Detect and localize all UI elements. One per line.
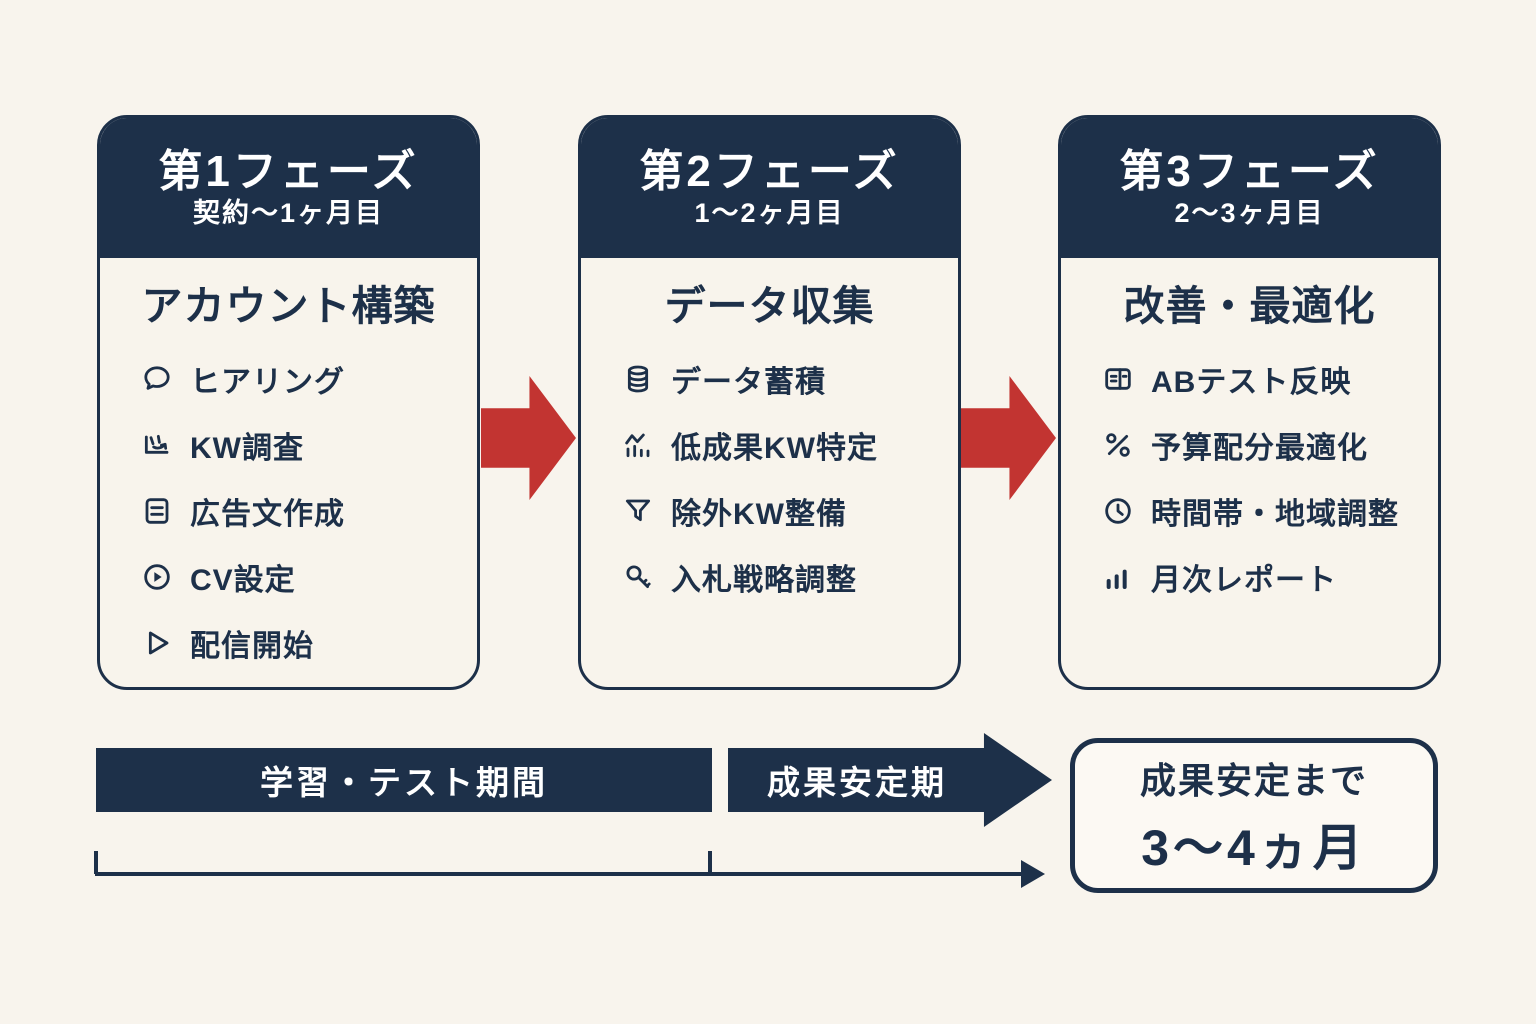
declining-chart-icon xyxy=(621,428,655,462)
list-item: 配信開始 xyxy=(140,610,477,676)
item-label: KW調査 xyxy=(190,432,304,465)
phase-2-title: 第2フェーズ xyxy=(639,146,900,196)
play-outline-icon xyxy=(140,626,174,660)
phase-3-card: 第3フェーズ 2〜3ヶ月目 改善・最適化 ABテスト反映 予算配分最適化 xyxy=(1058,115,1441,690)
list-item: 予算配分最適化 xyxy=(1101,412,1438,478)
funnel-icon xyxy=(621,494,655,528)
phase-3-title: 第3フェーズ xyxy=(1119,146,1380,196)
summary-text: 成果安定まで xyxy=(1139,759,1368,801)
ad-copy-document-icon xyxy=(140,494,174,528)
phase-1-header: 第1フェーズ 契約〜1ヶ月目 xyxy=(100,118,477,258)
list-item: ABテスト反映 xyxy=(1101,346,1438,412)
item-label: CV設定 xyxy=(190,564,296,597)
speech-bubble-icon xyxy=(140,362,174,396)
list-item: 月次レポート xyxy=(1101,544,1438,610)
phase-3-heading: 改善・最適化 xyxy=(1123,283,1376,329)
timeline-tick xyxy=(708,851,712,874)
phase-3-header: 第3フェーズ 2〜3ヶ月目 xyxy=(1061,118,1438,258)
clock-icon xyxy=(1101,494,1135,528)
play-circle-icon xyxy=(140,560,174,594)
phase-2-card: 第2フェーズ 1〜2ヶ月目 データ収集 データ蓄積 低成果KW特定 xyxy=(578,115,961,690)
phase-3-period: 2〜3ヶ月目 xyxy=(1174,197,1325,228)
list-item: ヒアリング xyxy=(140,346,477,412)
timeline-bar-label: 学習・テスト期間 xyxy=(260,764,548,801)
keyword-research-icon xyxy=(140,428,174,462)
phase-2-period: 1〜2ヶ月目 xyxy=(694,197,845,228)
item-label: 時間帯・地域調整 xyxy=(1151,498,1399,531)
phase-1-heading: アカウント構築 xyxy=(141,283,436,329)
item-label: ヒアリング xyxy=(190,366,345,399)
summary-duration: 3〜4ヵ月 xyxy=(1141,819,1367,876)
phase-2-heading: データ収集 xyxy=(664,283,875,329)
timeline-arrowhead-icon xyxy=(1021,860,1045,888)
database-icon xyxy=(621,362,655,396)
item-label: 月次レポート xyxy=(1151,564,1337,597)
phase-1-card: 第1フェーズ 契約〜1ヶ月目 アカウント構築 ヒアリング KW調査 xyxy=(97,115,480,690)
list-item: CV設定 xyxy=(140,544,477,610)
summary-box: 成果安定まで 3〜4ヵ月 xyxy=(1070,738,1438,893)
list-item: 時間帯・地域調整 xyxy=(1101,478,1438,544)
list-item: 広告文作成 xyxy=(140,478,477,544)
bar-chart-icon xyxy=(1101,560,1135,594)
phase-3-items: ABテスト反映 予算配分最適化 時間帯・地域調整 月次レポート xyxy=(1101,346,1438,610)
ab-test-icon xyxy=(1101,362,1135,396)
item-label: ABテスト反映 xyxy=(1151,366,1352,399)
list-item: データ蓄積 xyxy=(621,346,958,412)
phase-2-items: データ蓄積 低成果KW特定 除外KW整備 入札戦略調整 xyxy=(621,346,958,610)
flow-arrow-icon xyxy=(961,376,1056,500)
key-icon xyxy=(621,560,655,594)
item-label: 予算配分最適化 xyxy=(1151,432,1368,465)
item-label: 入札戦略調整 xyxy=(671,564,857,597)
item-label: データ蓄積 xyxy=(671,366,826,399)
phase-1-title: 第1フェーズ xyxy=(158,146,419,196)
item-label: 低成果KW特定 xyxy=(671,432,878,465)
phase-2-header: 第2フェーズ 1〜2ヶ月目 xyxy=(581,118,958,258)
list-item: 低成果KW特定 xyxy=(621,412,958,478)
timeline-tick xyxy=(94,851,98,874)
phase-1-period: 契約〜1ヶ月目 xyxy=(192,197,385,228)
item-label: 除外KW整備 xyxy=(671,498,847,531)
list-item: KW調査 xyxy=(140,412,477,478)
phase-1-items: ヒアリング KW調査 広告文作成 CV設定 xyxy=(140,346,477,676)
item-label: 広告文作成 xyxy=(190,498,345,531)
timeline-bar-label: 成果安定期 xyxy=(767,764,947,801)
timeline-bar-stable-arrow: 成果安定期 xyxy=(728,733,1052,827)
list-item: 入札戦略調整 xyxy=(621,544,958,610)
item-label: 配信開始 xyxy=(190,630,314,663)
list-item: 除外KW整備 xyxy=(621,478,958,544)
percent-icon xyxy=(1101,428,1135,462)
flow-arrow-icon xyxy=(481,376,576,500)
timeline-bar-learning: 学習・テスト期間 xyxy=(96,748,712,812)
timeline-axis-line xyxy=(95,872,1022,876)
